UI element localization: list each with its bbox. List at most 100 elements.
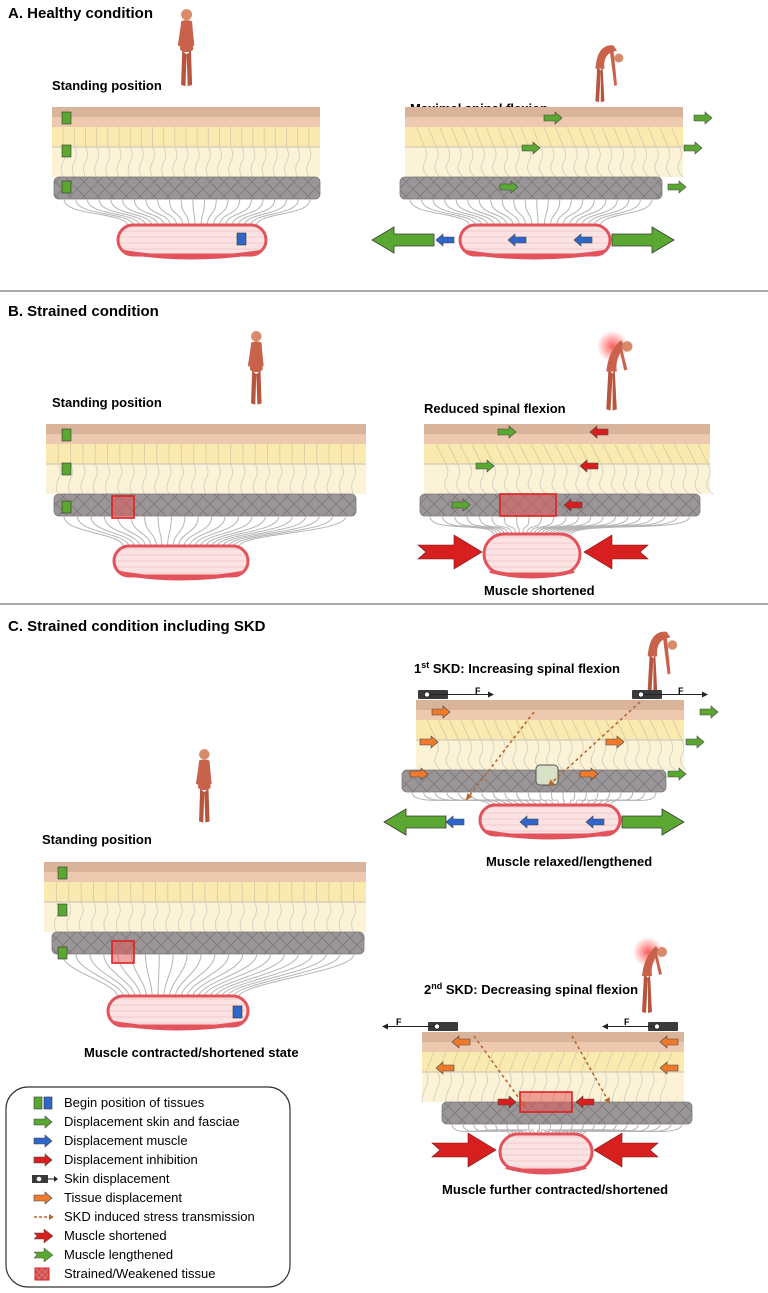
septum-line bbox=[549, 719, 560, 741]
figure-torso bbox=[198, 759, 211, 790]
muscle-edge bbox=[505, 1165, 587, 1175]
septum-line bbox=[433, 1071, 441, 1103]
muscle bbox=[106, 994, 250, 1028]
stress-transmission-head bbox=[604, 1097, 610, 1104]
begin-position-marker bbox=[61, 500, 72, 514]
connective-strand bbox=[513, 198, 527, 228]
septum-line bbox=[295, 146, 301, 178]
connective-strand bbox=[203, 953, 272, 999]
septum-line bbox=[599, 463, 607, 495]
figure-arms bbox=[618, 344, 628, 371]
septum-line bbox=[624, 126, 634, 148]
septum-line bbox=[654, 146, 661, 178]
legend-label: Skin displacement bbox=[64, 1171, 170, 1186]
figure-head bbox=[622, 341, 633, 352]
skin-layer bbox=[422, 1032, 684, 1042]
septum-line bbox=[306, 146, 312, 178]
muscle-lengthened-chevron bbox=[371, 226, 435, 254]
connective-strand bbox=[454, 515, 502, 537]
septum-line bbox=[658, 463, 666, 495]
septum-line bbox=[138, 146, 144, 178]
muscle-arrow bbox=[573, 233, 593, 247]
strained-tissue-icon bbox=[34, 1267, 50, 1281]
septum-line bbox=[568, 739, 575, 771]
septum-line bbox=[594, 719, 605, 741]
green-arrow-icon bbox=[33, 1115, 53, 1129]
muscle bbox=[482, 532, 582, 576]
connective-strand bbox=[63, 515, 125, 549]
muscle-edge bbox=[489, 569, 575, 579]
septum-line bbox=[538, 146, 545, 178]
septum-line bbox=[503, 463, 511, 495]
skin-displacement-dot bbox=[424, 691, 430, 698]
skin-layer bbox=[424, 434, 710, 444]
skd2-bottom-caption: Muscle further contracted/shortened bbox=[442, 1182, 668, 1197]
connective-strand bbox=[536, 515, 580, 537]
muscle bbox=[498, 1132, 594, 1172]
tissue-panel bbox=[419, 424, 714, 579]
connective-strand bbox=[206, 198, 217, 228]
septum-line bbox=[631, 146, 638, 178]
septum-line bbox=[527, 463, 535, 495]
septum-line bbox=[115, 901, 121, 933]
bending-figure bbox=[595, 45, 624, 103]
figure-legs bbox=[595, 67, 605, 103]
section-b-left-caption: Standing position bbox=[52, 395, 162, 410]
connective-strand bbox=[133, 198, 166, 228]
septum-line bbox=[239, 146, 245, 178]
skin-fascia-arrow bbox=[685, 735, 705, 749]
septum-line bbox=[194, 146, 200, 178]
connective-strand bbox=[409, 198, 471, 228]
septum-line bbox=[468, 463, 476, 495]
septum-line bbox=[228, 463, 234, 495]
septum-line bbox=[636, 126, 646, 148]
septum-line bbox=[284, 146, 289, 178]
septum-line bbox=[272, 146, 278, 178]
septum-line bbox=[55, 463, 61, 495]
septum-line bbox=[666, 146, 673, 178]
septum-line bbox=[642, 146, 650, 178]
septum-line bbox=[550, 146, 557, 178]
tissue-displacement-arrow bbox=[431, 705, 451, 719]
septum-line bbox=[434, 739, 441, 771]
tissue-panel bbox=[46, 424, 366, 581]
connective-strand bbox=[226, 953, 327, 999]
septum-line bbox=[543, 126, 553, 148]
connective-strand bbox=[609, 791, 657, 808]
connective-strand bbox=[249, 198, 299, 228]
septum-line bbox=[685, 443, 697, 465]
stress-transmission-line bbox=[465, 711, 535, 801]
septum-line bbox=[456, 739, 464, 771]
green-chevron-icon bbox=[33, 1247, 54, 1263]
septum-line bbox=[532, 1051, 542, 1073]
stress-transmission-head bbox=[548, 779, 555, 786]
strain-icon bbox=[34, 1267, 50, 1281]
skin-fascia-arrow bbox=[543, 111, 563, 125]
section-b-right-caption: Reduced spinal flexion bbox=[424, 401, 566, 416]
tissue-panel bbox=[399, 107, 684, 260]
inhibition-arrow bbox=[579, 459, 599, 473]
septum-line bbox=[301, 901, 307, 933]
muscle bbox=[478, 803, 622, 837]
stress-transmission-line bbox=[547, 701, 641, 787]
force-arrow-head bbox=[382, 1023, 388, 1030]
deep-fascia bbox=[401, 769, 667, 793]
connective-strand bbox=[237, 953, 355, 999]
septum-line bbox=[165, 901, 171, 933]
figure-legs bbox=[181, 50, 193, 87]
septum-line bbox=[530, 443, 542, 465]
septum-line bbox=[634, 463, 642, 495]
skin-displacement-icon bbox=[32, 1175, 58, 1183]
skin-layer bbox=[416, 700, 684, 710]
muscle-edge bbox=[485, 830, 615, 840]
septum-line bbox=[659, 126, 669, 148]
skin-fascia-arrow bbox=[521, 141, 541, 155]
skd1-bottom-caption: Muscle relaxed/lengthened bbox=[486, 854, 652, 869]
figure-arms bbox=[177, 23, 195, 47]
connective-strand bbox=[580, 198, 618, 228]
muscle-shortened-chevron bbox=[583, 534, 649, 570]
deep-fascia bbox=[399, 176, 663, 200]
septum-line bbox=[627, 719, 638, 741]
tissue-panel bbox=[44, 862, 366, 1031]
standing-figure bbox=[247, 331, 264, 405]
